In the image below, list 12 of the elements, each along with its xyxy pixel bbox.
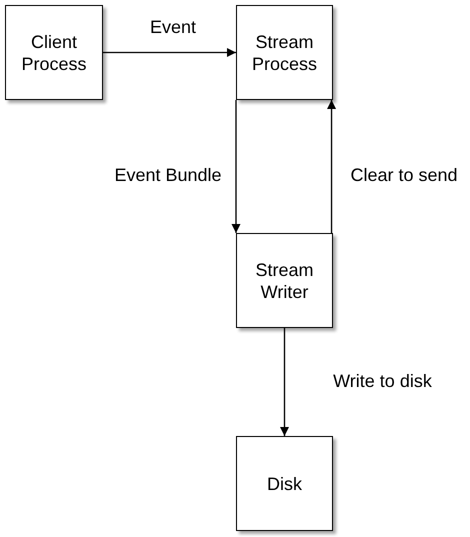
arrow: [327, 100, 336, 233]
process-box: [5, 5, 103, 100]
arrow: [280, 328, 289, 436]
arrow: [103, 48, 236, 57]
process-box: [236, 436, 333, 531]
box-label: Stream Writer: [254, 258, 315, 302]
process-box: [236, 5, 333, 100]
box-label: Disk: [266, 472, 303, 494]
process-box: [236, 233, 333, 328]
arrow: [232, 100, 240, 233]
box-label: Client Process: [20, 30, 88, 74]
box-label: Stream Process: [250, 30, 318, 74]
